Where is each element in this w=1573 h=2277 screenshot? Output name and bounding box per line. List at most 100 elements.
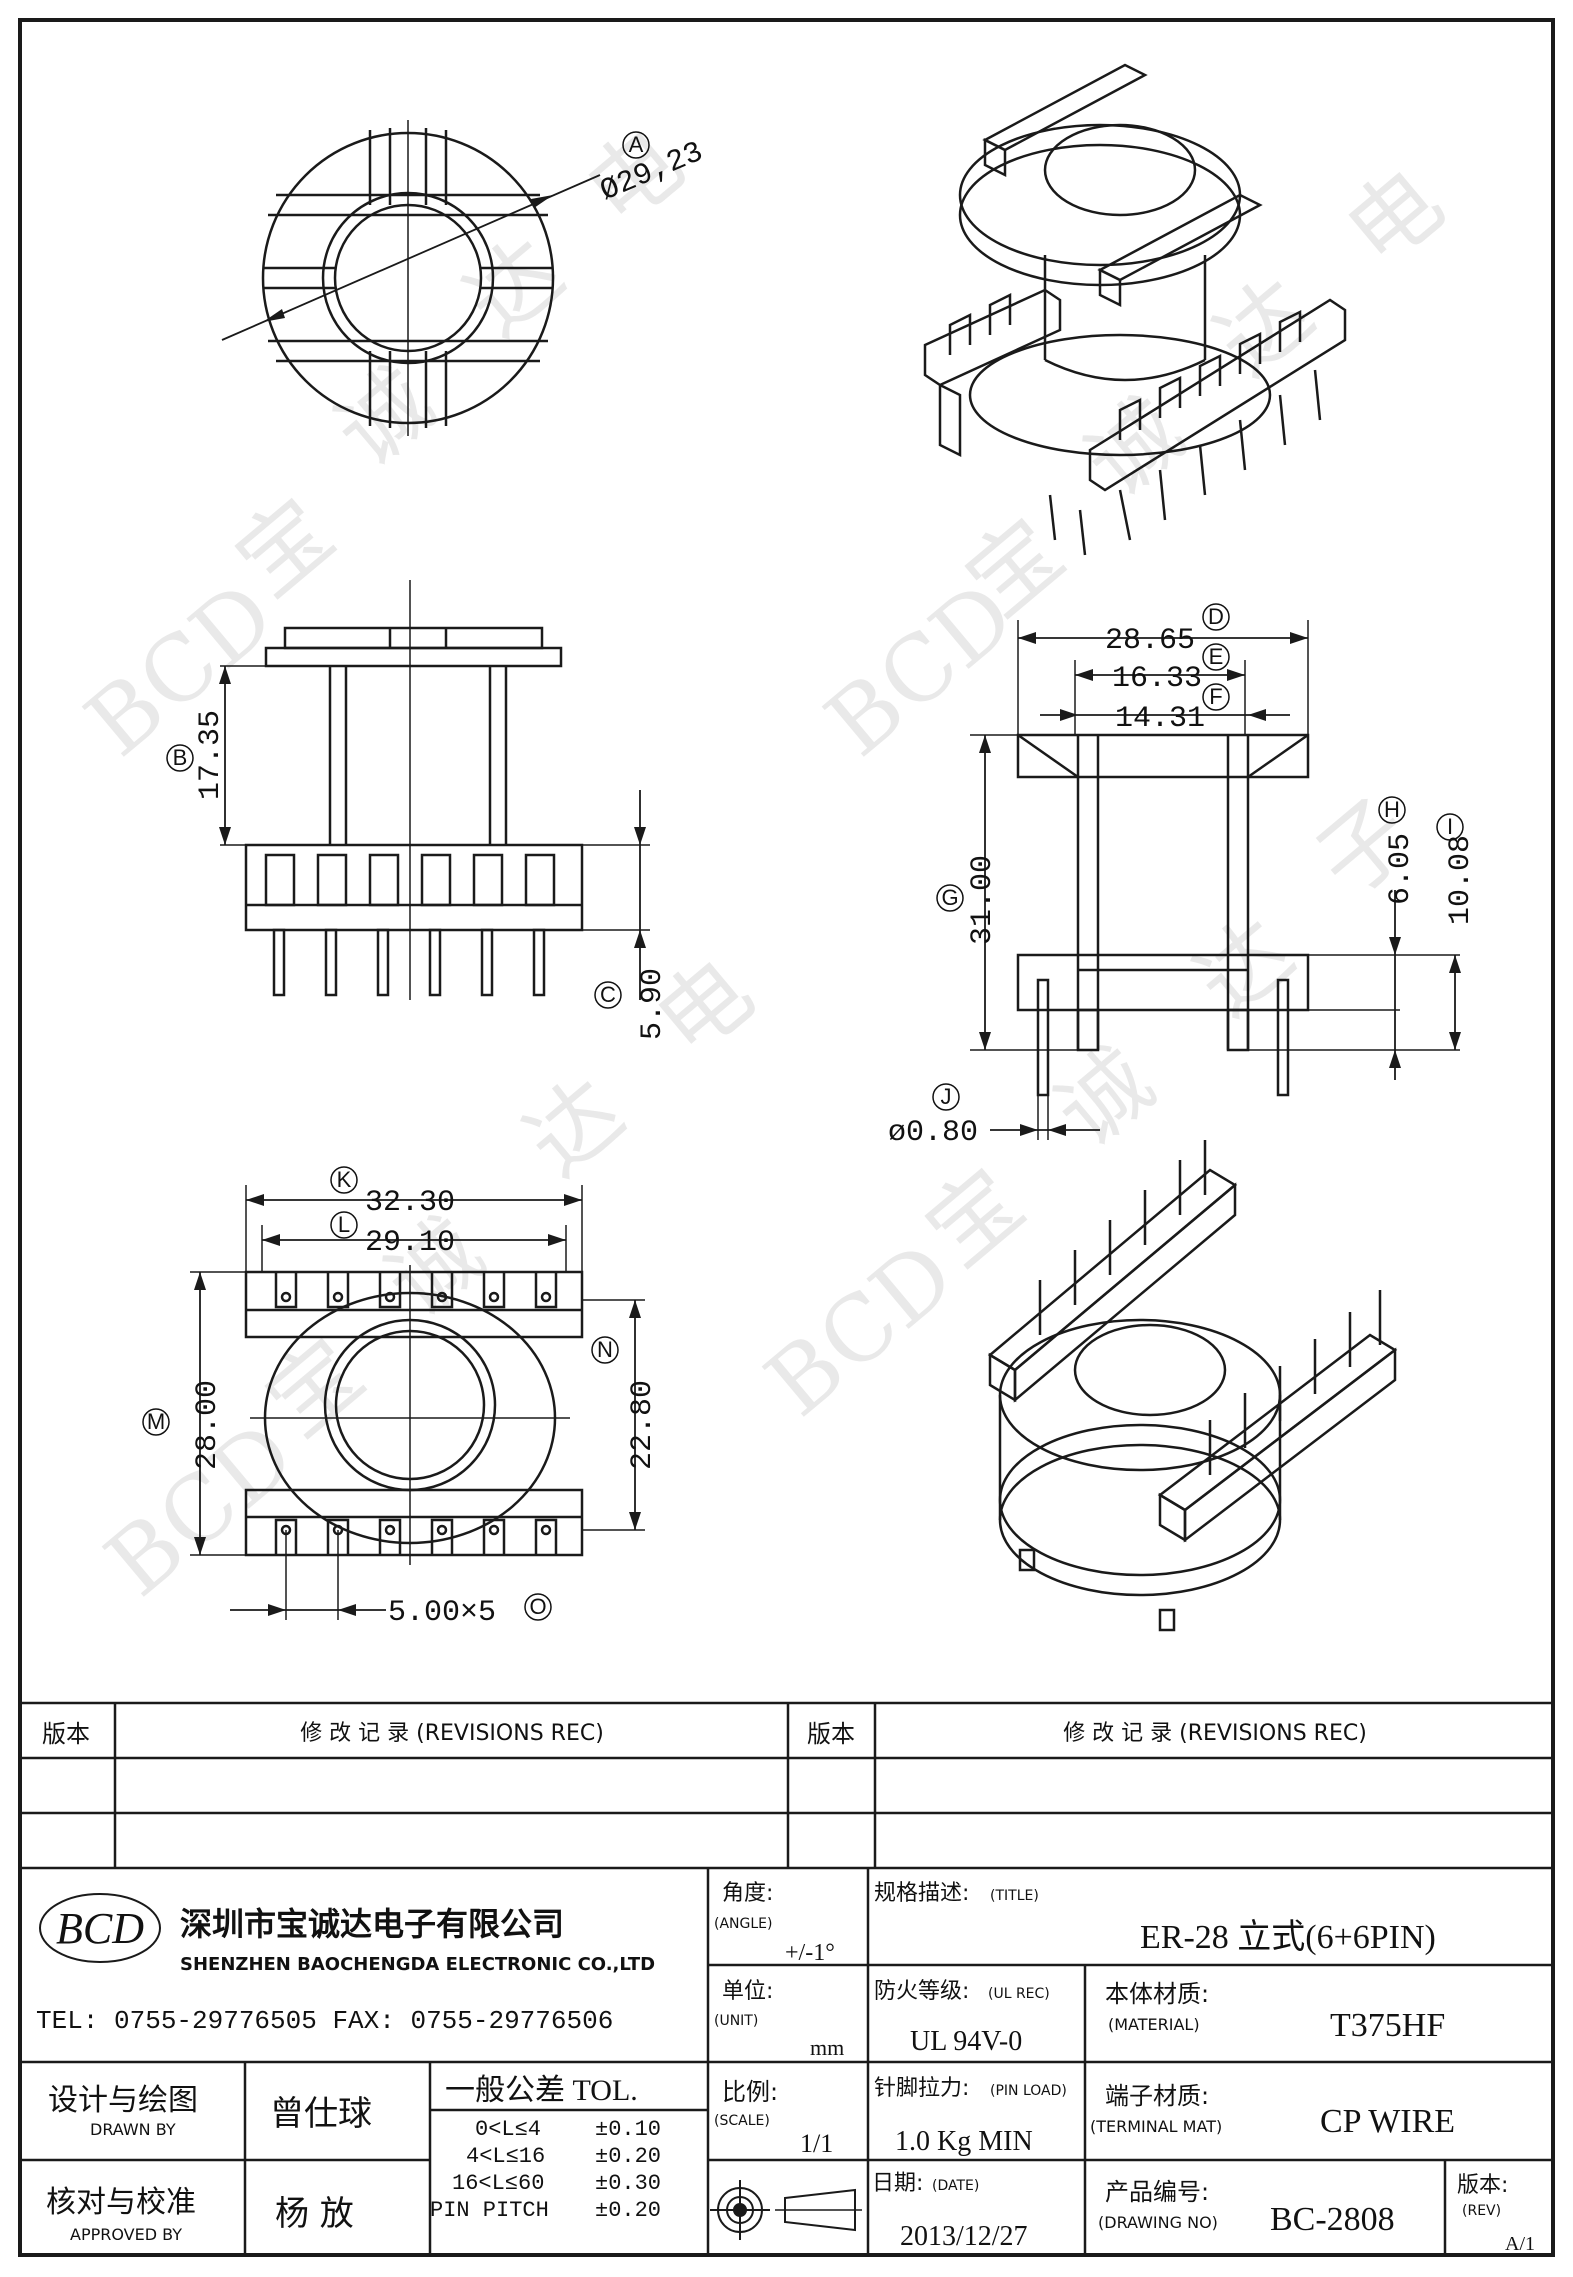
svg-text:6.05: 6.05: [1384, 833, 1418, 905]
dims-bottom: K 32.30 L 29.10 M 28.00 N 22.80 5.00×5 O: [142, 1166, 660, 1630]
svg-text:I: I: [1447, 814, 1453, 839]
svg-text:±0.30: ±0.30: [595, 2171, 661, 2196]
svg-text:29.10: 29.10: [365, 1226, 455, 1260]
svg-text:14.31: 14.31: [1115, 702, 1205, 736]
svg-text:BCD: BCD: [747, 1222, 974, 1437]
svg-text:版本: 版本: [42, 1720, 90, 1748]
titleblock-labels: 角度: (ANGLE) +/-1° 规格描述: (TITLE) ER-28 立式…: [46, 1881, 1535, 2255]
titleblock-grid: [18, 1868, 1555, 2257]
svg-text:C: C: [600, 982, 616, 1007]
dims-front: D 28.65 E 16.33 F 14.31 G 31.00 H 6.05 I…: [888, 603, 1478, 1150]
svg-text:日期:: 日期:: [872, 2171, 923, 2196]
svg-text:TEL: 0755-29776505 FAX: 0755-: TEL: 0755-29776505 FAX: 0755-29776506: [36, 2006, 613, 2036]
watermark: BCD 宝 诚 达 电 BCD 宝 诚 达 电 BCD 宝 诚 达 电 BCD …: [67, 109, 1463, 1617]
company-logo: BCD: [39, 1893, 161, 1963]
svg-text:深圳市宝诚达电子有限公司: 深圳市宝诚达电子有限公司: [180, 1905, 564, 1943]
svg-text:设计与绘图: 设计与绘图: [48, 2083, 198, 2118]
svg-text:31.00: 31.00: [966, 855, 1000, 945]
svg-text:(UL REC): (UL REC): [988, 1986, 1050, 2002]
svg-text:(PIN LOAD): (PIN LOAD): [990, 2083, 1067, 2099]
svg-text:针脚拉力:: 针脚拉力:: [874, 2076, 969, 2101]
svg-text:16.33: 16.33: [1112, 662, 1202, 696]
svg-text:CP WIRE: CP WIRE: [1320, 2103, 1455, 2140]
svg-text:(REV): (REV): [1462, 2203, 1501, 2219]
svg-text:10.08: 10.08: [1444, 835, 1478, 925]
svg-text:杨 放: 杨 放: [275, 2194, 354, 2234]
svg-text:28.00: 28.00: [191, 1380, 225, 1470]
svg-text:(UNIT): (UNIT): [714, 2013, 758, 2029]
svg-text:A/1: A/1: [1505, 2233, 1535, 2255]
svg-text:诚: 诚: [1067, 379, 1203, 517]
svg-text:版本:: 版本:: [1457, 2173, 1508, 2198]
svg-text:核对与校准: 核对与校准: [46, 2185, 196, 2220]
svg-text:ø0.80: ø0.80: [888, 1116, 978, 1150]
svg-text:修 改 记 录 (REVISIONS REC): 修 改 记 录 (REVISIONS REC): [300, 1721, 604, 1746]
svg-text:1.0 Kg MIN: 1.0 Kg MIN: [895, 2126, 1033, 2157]
svg-text:+/-1°: +/-1°: [785, 1940, 835, 1966]
svg-text:±0.20: ±0.20: [595, 2198, 661, 2223]
front-view: [970, 620, 1461, 1140]
svg-text:比例:: 比例:: [722, 2078, 778, 2106]
svg-text:A: A: [629, 132, 644, 157]
side-view: [219, 580, 650, 1000]
bottom-view: [190, 1185, 645, 1620]
svg-text:28.65: 28.65: [1105, 624, 1195, 658]
svg-text:APPROVED BY: APPROVED BY: [70, 2225, 182, 2244]
svg-text:UL 94V-0: UL 94V-0: [910, 2026, 1022, 2057]
iso-view-top: [923, 63, 1347, 556]
svg-text:4<L≤16: 4<L≤16: [466, 2144, 545, 2169]
svg-text:T375HF: T375HF: [1330, 2007, 1445, 2044]
svg-text:产品编号:: 产品编号:: [1105, 2178, 1209, 2206]
drawing-frame: [18, 18, 1555, 2257]
svg-text:E: E: [1209, 644, 1224, 669]
svg-text:32.30: 32.30: [365, 1186, 455, 1220]
svg-text:2013/12/27: 2013/12/27: [900, 2221, 1028, 2252]
projection-symbol: [710, 2180, 862, 2240]
svg-text:(MATERIAL): (MATERIAL): [1108, 2015, 1200, 2034]
svg-text:B: B: [173, 745, 188, 770]
svg-text:D: D: [1208, 604, 1224, 629]
svg-text:5.00×5: 5.00×5: [388, 1596, 496, 1630]
svg-text:1/1: 1/1: [800, 2129, 833, 2158]
svg-text:J: J: [941, 1084, 952, 1109]
svg-text:16<L≤60: 16<L≤60: [452, 2171, 544, 2196]
svg-text:ER-28 立式(6+6PIN): ER-28 立式(6+6PIN): [1140, 1918, 1436, 1956]
company-info: 深圳市宝诚达电子有限公司 SHENZHEN BAOCHENGDA ELECTRO…: [36, 1905, 655, 2036]
svg-text:规格描述:: 规格描述:: [874, 1881, 969, 1906]
svg-text:角度:: 角度:: [722, 1881, 773, 1906]
svg-text:±0.10: ±0.10: [595, 2117, 661, 2142]
svg-text:BC-2808: BC-2808: [1270, 2201, 1395, 2238]
svg-text:单位:: 单位:: [722, 1979, 773, 2004]
svg-text:(DRAWING NO): (DRAWING NO): [1098, 2213, 1218, 2232]
svg-text:(ANGLE): (ANGLE): [714, 1916, 772, 1932]
svg-text:版本: 版本: [807, 1720, 855, 1748]
svg-text:修 改 记 录 (REVISIONS REC): 修 改 记 录 (REVISIONS REC): [1063, 1721, 1367, 1746]
svg-text:22.80: 22.80: [626, 1380, 660, 1470]
svg-text:G: G: [941, 885, 958, 910]
dim-C: C 5.90: [594, 968, 670, 1040]
revisions-table: [18, 1701, 1555, 1870]
dim-B: B 17.35: [166, 710, 228, 800]
iso-view-bottom: [987, 1140, 1398, 1632]
svg-text:SHENZHEN BAOCHENGDA ELECTRONIC: SHENZHEN BAOCHENGDA ELECTRONIC CO.,LTD: [180, 1954, 655, 1975]
svg-text:L: L: [338, 1212, 350, 1237]
svg-text:(DATE): (DATE): [932, 2178, 979, 2194]
svg-text:±0.20: ±0.20: [595, 2144, 661, 2169]
svg-text:本体材质:: 本体材质:: [1105, 1980, 1209, 2008]
svg-text:K: K: [337, 1167, 352, 1192]
revisions-headers: 版本 修 改 记 录 (REVISIONS REC) 版本 修 改 记 录 (R…: [42, 1720, 1367, 1748]
svg-text:17.35: 17.35: [194, 710, 228, 800]
svg-text:N: N: [597, 1337, 613, 1362]
svg-text:达: 达: [507, 1059, 643, 1197]
svg-text:BCD: BCD: [56, 1904, 144, 1953]
svg-text:(SCALE): (SCALE): [714, 2113, 770, 2129]
svg-text:5.90: 5.90: [636, 968, 670, 1040]
svg-text:曾仕球: 曾仕球: [270, 2094, 372, 2134]
svg-text:O: O: [529, 1594, 546, 1619]
top-view: [221, 120, 601, 436]
svg-text:M: M: [147, 1409, 165, 1434]
svg-text:电: 电: [1327, 149, 1463, 287]
svg-text:防火等级:: 防火等级:: [874, 1979, 969, 2004]
svg-text:PIN PITCH: PIN PITCH: [430, 2198, 549, 2223]
